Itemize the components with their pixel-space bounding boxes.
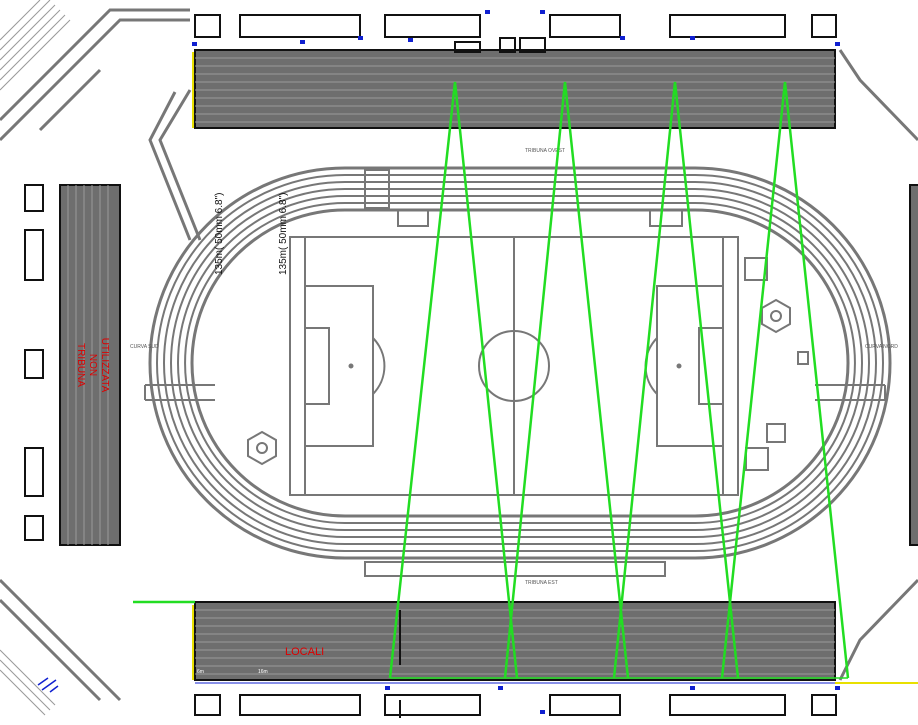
dimension-label-2: 135m( 50mm 6.8")	[278, 193, 289, 275]
scale-6m-label: 6m	[197, 669, 204, 675]
tribuna-est-label: TRIBUNA EST	[525, 580, 558, 586]
south-stand-unused: TRIBUNA NON UTILIZZATA	[59, 184, 121, 546]
beam-mast-4	[720, 81, 850, 679]
top-blue-marks	[192, 10, 840, 46]
beam-mast-3	[612, 81, 740, 679]
scale-16m-label: 16m	[258, 669, 268, 675]
north-stand-edge	[909, 184, 918, 546]
utilizzata-label: UTILIZZATA	[99, 338, 110, 393]
bottom-left-blue-mark	[37, 677, 59, 693]
running-track	[148, 166, 892, 560]
curva-sud-label: CURVA SUD	[130, 344, 159, 350]
dimension-label-1: 135m( 50mm 6.8")	[214, 193, 225, 275]
corner-hatching	[0, 0, 71, 716]
curva-nord-label: CURVA NORD	[865, 344, 898, 350]
corner-structures	[0, 8, 918, 702]
light-beams	[133, 81, 850, 679]
beam-mast-1	[388, 81, 519, 679]
tribuna-label: TRIBUNA	[75, 343, 86, 387]
football-pitch	[289, 236, 739, 496]
non-label: NON	[87, 354, 98, 376]
bottom-blue-marks	[385, 686, 840, 714]
top-rooms	[194, 14, 837, 53]
bottom-rooms	[194, 694, 837, 716]
access-ramp	[148, 89, 202, 241]
west-stand	[192, 49, 836, 129]
locali-label: LOCALI	[285, 646, 324, 658]
east-stand: LOCALI 6m 16m	[192, 601, 918, 684]
tribuna-ovest-label: TRIBUNA OVEST	[525, 148, 565, 154]
left-rooms	[24, 184, 44, 541]
beam-mast-2	[503, 81, 630, 679]
